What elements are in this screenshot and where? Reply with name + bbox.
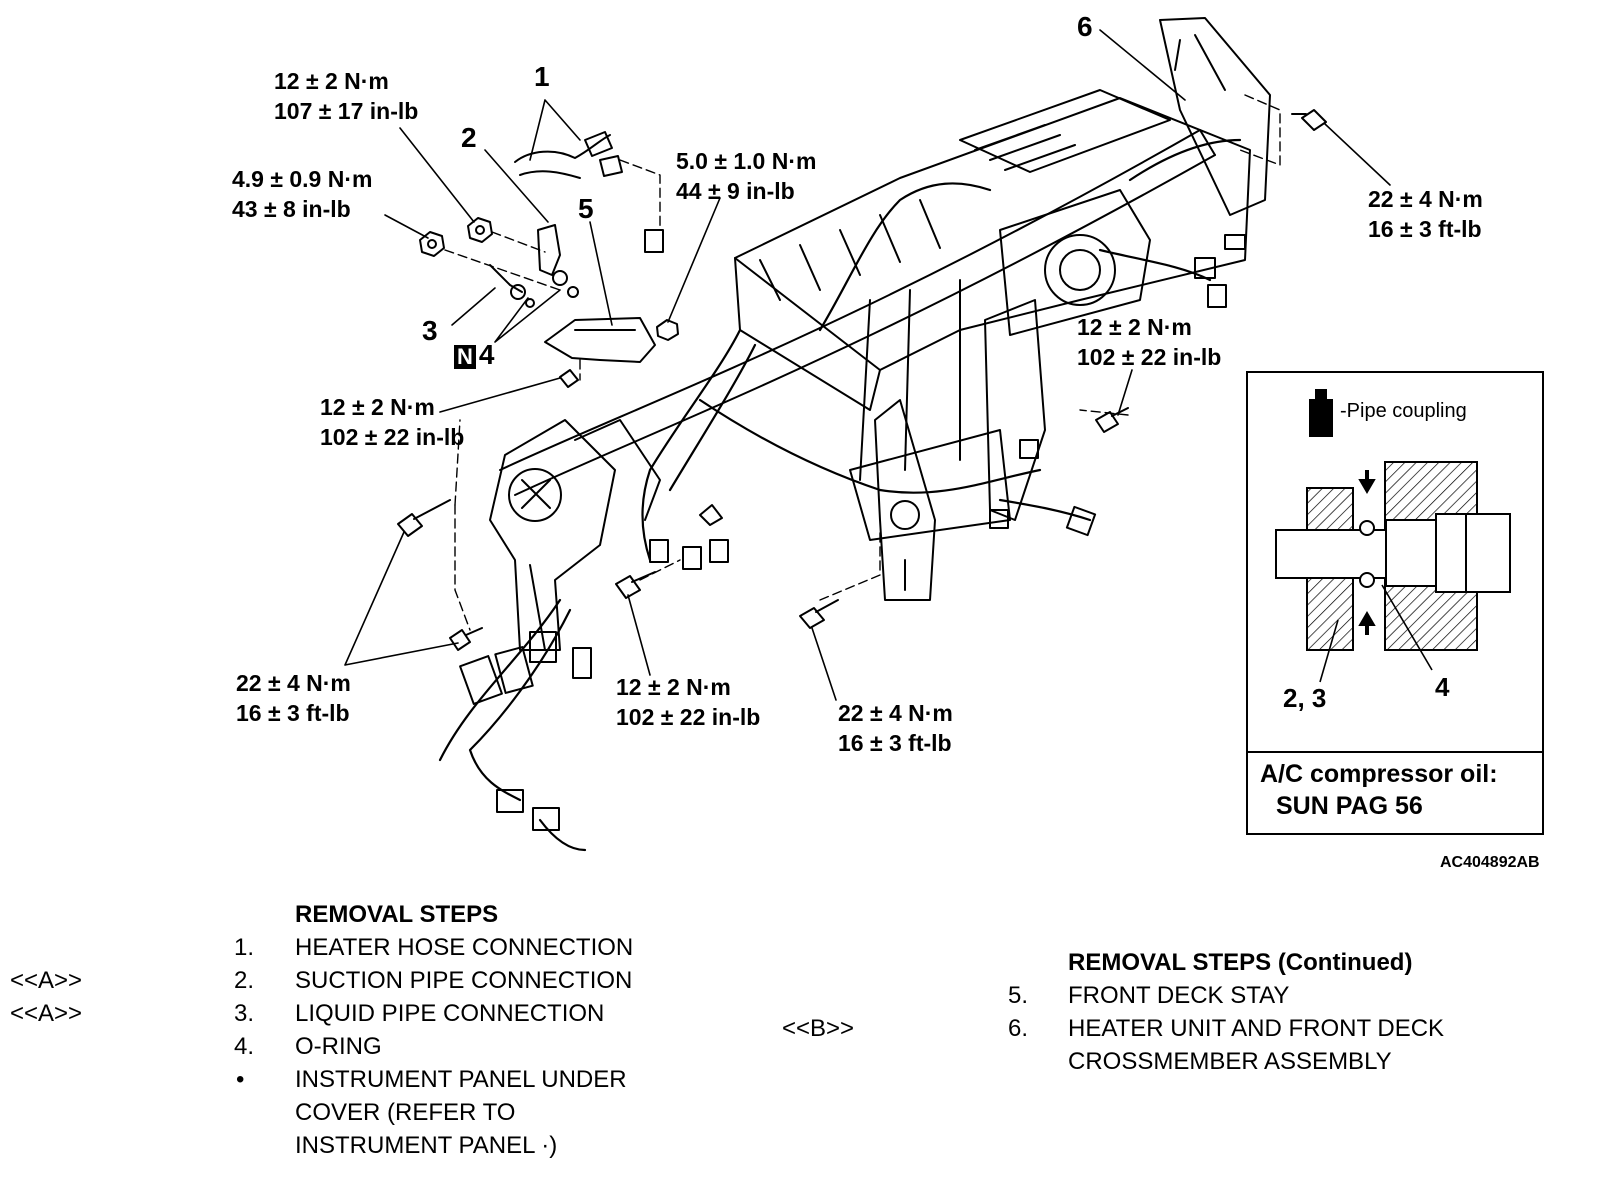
fasteners bbox=[397, 109, 1327, 651]
step-row: <<A>> 3. LIQUID PIPE CONNECTION bbox=[10, 1000, 605, 1027]
removal-steps-heading: REMOVAL STEPS bbox=[295, 901, 499, 928]
leader-lines bbox=[344, 29, 1391, 701]
inset-frame bbox=[1246, 371, 1544, 835]
inset-leader-right bbox=[1381, 584, 1433, 671]
suction-pipe bbox=[537, 224, 579, 298]
step-row: 1. HEATER HOSE CONNECTION bbox=[234, 934, 634, 961]
step-row: 4. O-RING bbox=[234, 1033, 382, 1060]
step-row: INSTRUMENT PANEL ·) bbox=[295, 1132, 558, 1159]
front-deck-stay bbox=[544, 317, 656, 363]
inset-label-4: 4 bbox=[1435, 672, 1450, 702]
liquid-pipe bbox=[489, 264, 535, 308]
pipe-coupling-icon bbox=[1309, 389, 1333, 437]
callout-6: 6 bbox=[1077, 11, 1093, 42]
inset-label-2-3: 2, 3 bbox=[1283, 683, 1327, 713]
callout-3: 3 bbox=[422, 315, 438, 346]
new-part-mark: N bbox=[454, 345, 476, 369]
callout-5: 5 bbox=[578, 193, 594, 224]
crossmember-pipe bbox=[499, 17, 1271, 496]
heater-hose bbox=[514, 131, 623, 179]
right-lower-stay bbox=[984, 299, 1046, 521]
step-row: 5. FRONT DECK STAY bbox=[1008, 982, 1290, 1009]
step-row: COVER (REFER TO bbox=[295, 1099, 516, 1126]
removal-steps-continued-heading: REMOVAL STEPS (Continued) bbox=[1068, 949, 1413, 976]
coupling-pipe bbox=[1275, 513, 1511, 593]
step-row: <<B>> 6. HEATER UNIT AND FRONT DECK bbox=[782, 1015, 1445, 1042]
heater-unit-housing bbox=[734, 89, 1251, 541]
center-support-bracket bbox=[874, 399, 936, 601]
removal-steps-right: REMOVAL STEPS (Continued) 5. FRONT DECK … bbox=[780, 946, 1580, 1078]
installation-lines bbox=[444, 94, 1281, 631]
step-row: <<A>> 2. SUCTION PIPE CONNECTION bbox=[10, 967, 633, 994]
inset-leader-left bbox=[1319, 619, 1339, 683]
callout-2: 2 bbox=[461, 122, 477, 153]
callout-4-number: 4 bbox=[478, 339, 495, 370]
figure-id: AC404892AB bbox=[1440, 854, 1540, 871]
connectors bbox=[459, 229, 1246, 831]
callout-1: 1 bbox=[534, 61, 550, 92]
compressor-oil-note: A/C compressor oil: SUN PAG 56 bbox=[1260, 760, 1498, 820]
inset-legend: -Pipe coupling bbox=[1340, 400, 1467, 422]
step-row: • INSTRUMENT PANEL UNDER bbox=[236, 1066, 627, 1093]
removal-steps-left: REMOVAL STEPS 1. HEATER HOSE CONNECTION … bbox=[0, 898, 760, 1162]
pipe-coupling-inset bbox=[1246, 371, 1544, 835]
step-row: CROSSMEMBER ASSEMBLY bbox=[1068, 1048, 1392, 1075]
left-support-bracket bbox=[489, 419, 661, 651]
wiring-harness bbox=[438, 138, 1242, 852]
press-arrows bbox=[1358, 470, 1376, 635]
